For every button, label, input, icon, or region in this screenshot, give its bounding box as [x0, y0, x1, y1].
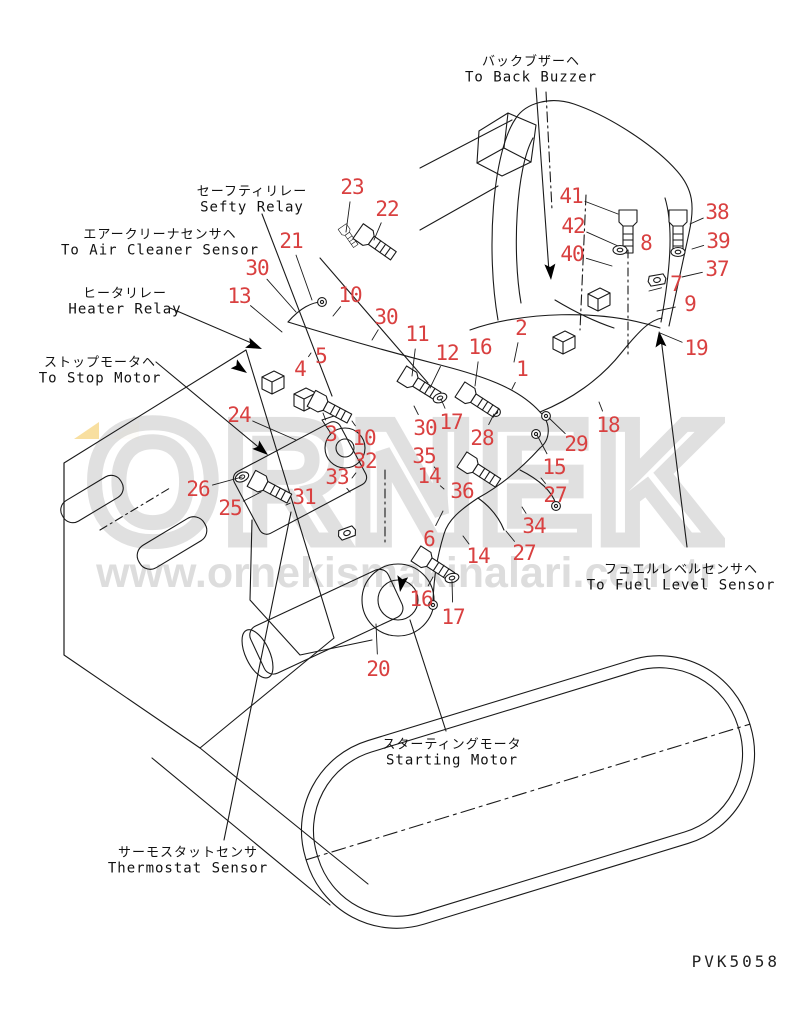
callout-number: 35 — [412, 444, 436, 468]
callout-number: 17 — [439, 410, 463, 434]
callout-number: 41 — [559, 184, 583, 208]
seat-outline — [419, 91, 693, 331]
part-label-jp: スターティングモータ — [382, 737, 522, 753]
watermark-url: www.ornekismakinalari.com.tr — [96, 549, 716, 597]
part-label-jp: ストップモータヘ — [43, 355, 157, 371]
callout-number: 6 — [423, 527, 436, 551]
callout-number: 14 — [417, 464, 441, 488]
callout-number: 16 — [409, 587, 433, 611]
callout-number: 7 — [670, 272, 683, 296]
callout-number: 26 — [186, 477, 210, 501]
callout-number: 9 — [684, 292, 697, 316]
callout-number: 10 — [352, 426, 376, 450]
callout-number: 30 — [413, 416, 437, 440]
callout-number: 14 — [466, 544, 490, 568]
callout-number: 33 — [325, 465, 349, 489]
callout-number: 27 — [543, 483, 567, 507]
callout-number: 18 — [596, 413, 620, 437]
callout-number: 13 — [227, 284, 251, 308]
callout-number: 30 — [374, 305, 398, 329]
callout-leader-lines — [212, 200, 705, 655]
callout-number: 8 — [640, 231, 653, 255]
callout-number: 24 — [227, 403, 251, 427]
callout-number: 36 — [450, 479, 474, 503]
part-label-jp: サーモスタットセンサ — [117, 845, 259, 861]
callout-number: 22 — [375, 197, 399, 221]
callout-number: 10 — [338, 283, 362, 307]
callout-number: 40 — [560, 242, 584, 266]
callout-number: 3 — [325, 422, 338, 446]
callout-number: 16 — [468, 335, 492, 359]
part-label-jp: ヒータリレー — [82, 286, 167, 302]
part-label-en: Starting Motor — [385, 752, 519, 769]
callout-number: 17 — [441, 605, 465, 629]
label-leader-lines — [155, 87, 688, 841]
callout-number: 38 — [705, 200, 729, 224]
watermark-brand: ORNEK — [80, 388, 726, 576]
part-label-jp: セーフティリレー — [196, 184, 308, 200]
callout-number: 4 — [294, 357, 307, 381]
part-label-en: Thermostat Sensor — [107, 860, 269, 877]
engine-assembly — [232, 287, 611, 679]
callout-number: 34 — [522, 514, 546, 538]
part-label-en: To Back Buzzer — [464, 69, 598, 86]
part-label-jp: フュエルレベルセンサヘ — [603, 562, 759, 578]
callout-number: 28 — [470, 426, 494, 450]
callout-number: 11 — [405, 322, 429, 346]
callout-number: 37 — [705, 257, 729, 281]
part-label-en: To Fuel Level Sensor — [586, 577, 776, 594]
callout-number: 23 — [340, 175, 364, 199]
track-frame-band — [300, 655, 756, 929]
callout-number: 27 — [512, 541, 536, 565]
cab-panel — [60, 349, 369, 906]
fastener-icons — [233, 209, 688, 585]
part-label-jp: バックブザーヘ — [481, 54, 581, 70]
callout-number: 30 — [245, 256, 269, 280]
callout-number: 19 — [684, 336, 708, 360]
callout-number: 42 — [561, 214, 585, 238]
callout-number: 20 — [366, 657, 390, 681]
callout-number: 25 — [218, 496, 242, 520]
callout-number: 31 — [292, 485, 316, 509]
callout-number: 29 — [564, 432, 588, 456]
callout-number: 15 — [542, 455, 566, 479]
callout-number: 32 — [353, 449, 377, 473]
callout-number: 12 — [435, 341, 459, 365]
part-label-en: To Stop Motor — [38, 370, 162, 387]
part-label-en: Heater Relay — [68, 301, 182, 318]
callout-number: 5 — [315, 344, 328, 368]
part-label-en: Sefty Relay — [200, 199, 304, 216]
drawing-number: PVK5058 — [691, 952, 780, 971]
callout-number: 2 — [515, 316, 528, 340]
callout-number: 39 — [706, 229, 730, 253]
part-label-jp: エアークリーナセンサヘ — [83, 227, 237, 243]
callout-number: 21 — [279, 229, 303, 253]
callout-number: 1 — [516, 357, 529, 381]
watermark-triangle-icon — [110, 420, 139, 439]
watermark-triangle-icon — [74, 422, 99, 439]
part-label-en: To Air Cleaner Sensor — [60, 242, 260, 259]
